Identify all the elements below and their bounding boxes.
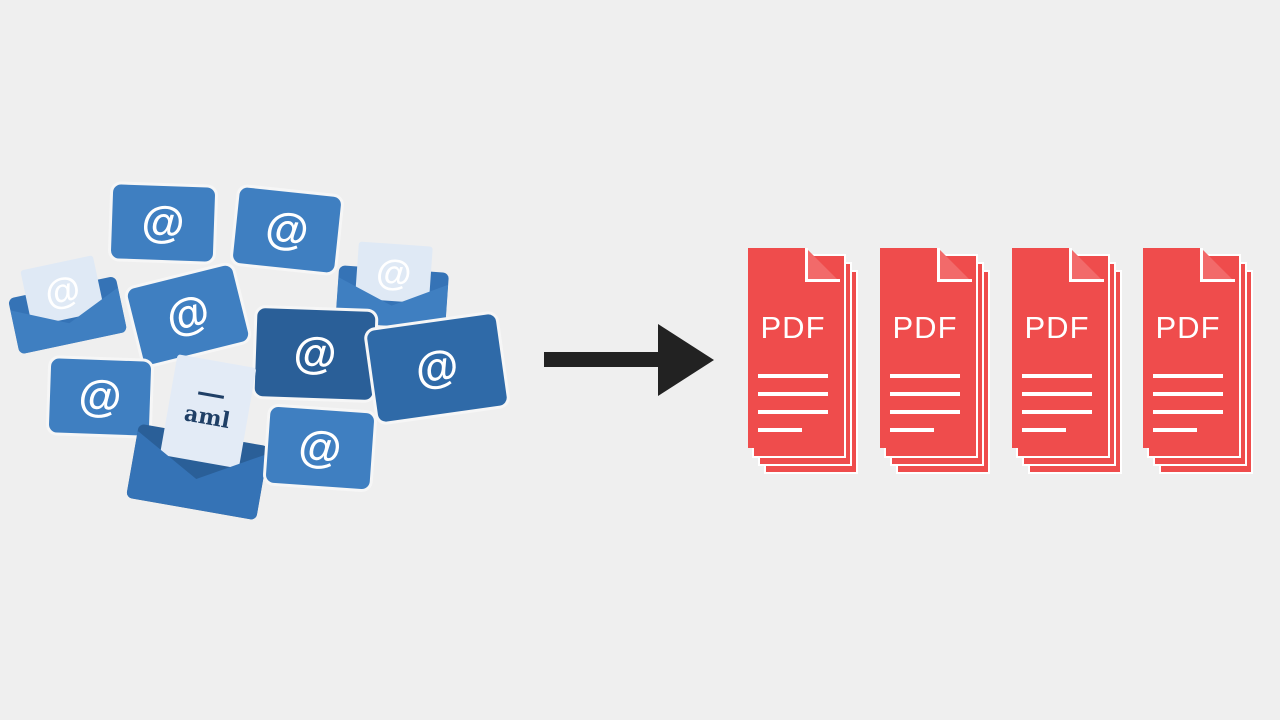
- email-envelope-icon: @: [48, 358, 152, 436]
- email-envelope-icon: @: [265, 406, 375, 490]
- pdf-document-icon: PDF: [1143, 248, 1255, 480]
- pdf-document-icon: PDF: [1012, 248, 1124, 480]
- letter-dash: [198, 390, 225, 399]
- pdf-label: PDF: [892, 310, 958, 345]
- letter-text: aml: [182, 399, 233, 434]
- email-envelope-icon: @: [366, 313, 508, 423]
- pdf-label: PDF: [1155, 310, 1221, 345]
- email-envelope-icon: @: [126, 264, 250, 366]
- pdf-document-icon: PDF: [748, 248, 860, 480]
- open-email-with-letter-icon: aml: [125, 350, 282, 521]
- email-envelope-icon: @: [232, 186, 342, 274]
- pdf-label: PDF: [1024, 310, 1090, 345]
- pdf-label: PDF: [760, 310, 826, 345]
- email-envelope-icon: @: [110, 184, 216, 262]
- open-email-icon: @: [3, 251, 128, 355]
- pdf-document-icon: PDF: [880, 248, 992, 480]
